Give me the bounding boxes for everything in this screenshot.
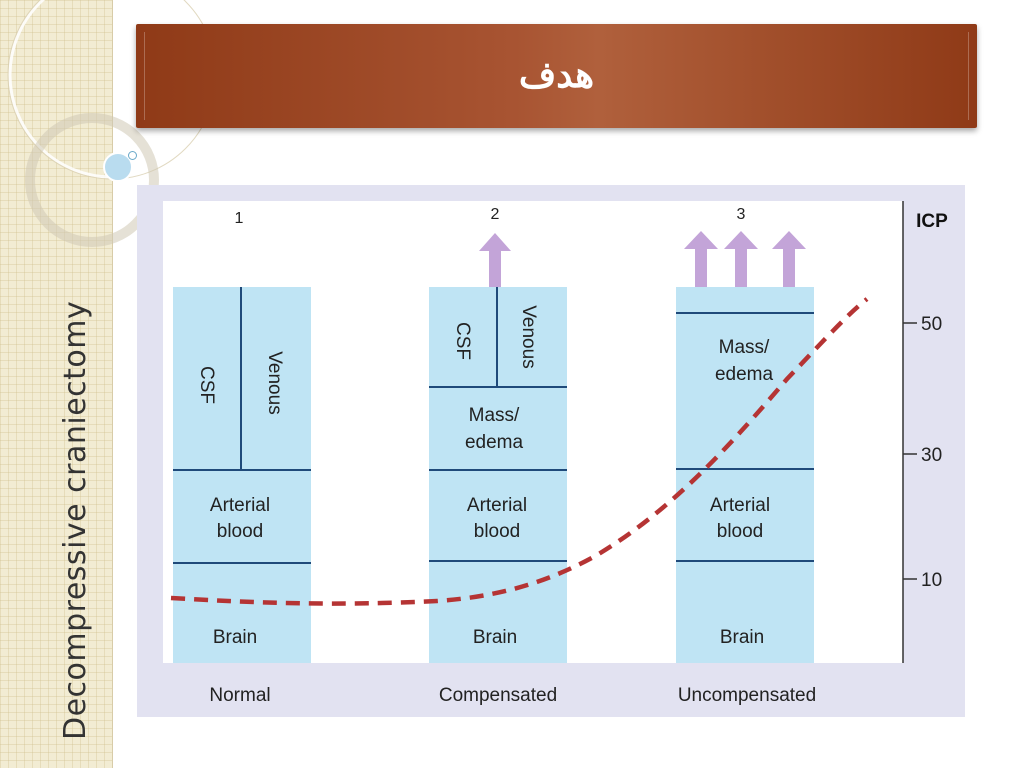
stage1-number: 1 — [235, 210, 244, 227]
stage2-mass-label: Mass/ — [469, 405, 520, 426]
stage2-arterial-label: Arterial — [467, 495, 527, 516]
stage3-blood-label: blood — [717, 521, 764, 542]
stage2-edema-label: edema — [465, 432, 524, 453]
stage2-venous-label: Venous — [518, 305, 539, 368]
side-title: Decompressive craniectomy — [58, 300, 93, 740]
stage3-arterial-label: Arterial — [710, 495, 770, 516]
stage1-venous-label: Venous — [264, 351, 285, 414]
stage3-mass-label: Mass/ — [719, 337, 770, 358]
stage1-brain-label: Brain — [213, 627, 257, 648]
decorative-side-band: Decompressive craniectomy — [0, 0, 113, 768]
tick-label-30: 30 — [921, 445, 942, 466]
icp-axis: ICP 50 30 10 — [902, 201, 948, 663]
stage2-csf-label: CSF — [452, 322, 473, 360]
stage1-caption: Normal — [209, 685, 270, 706]
icp-axis-label: ICP — [916, 211, 948, 232]
stage2-brain-label: Brain — [473, 627, 517, 648]
stage3-pressure-arrow-2 — [724, 231, 758, 287]
icp-diagram-svg: CSF Venous Arterial blood Brain 1 Normal… — [163, 201, 948, 706]
stage2-blood-label: blood — [474, 521, 521, 542]
stage3-brain-label: Brain — [720, 627, 764, 648]
icp-curve — [170, 297, 869, 606]
stage1-blood-label: blood — [217, 521, 264, 542]
slide-title: هدف — [518, 54, 595, 96]
stage3-caption: Uncompensated — [678, 685, 816, 706]
tick-label-50: 50 — [921, 314, 942, 335]
stage3-pressure-arrow-3 — [772, 231, 806, 287]
banner-inner-border — [144, 32, 969, 120]
bullet-dot — [128, 151, 137, 160]
icp-figure: CSF Venous Arterial blood Brain 1 Normal… — [137, 185, 965, 717]
stage1-arterial-label: Arterial — [210, 495, 270, 516]
stage3-number: 3 — [737, 206, 746, 223]
stage3-pressure-arrow-1 — [684, 231, 718, 287]
stage1-csf-label: CSF — [196, 366, 217, 404]
stage2-caption: Compensated — [439, 685, 557, 706]
tick-label-10: 10 — [921, 570, 942, 591]
stage2-pressure-arrow — [479, 233, 511, 287]
title-banner: هدف — [136, 24, 977, 128]
stage3-edema-label: edema — [715, 364, 774, 385]
stage2-number: 2 — [491, 206, 500, 223]
